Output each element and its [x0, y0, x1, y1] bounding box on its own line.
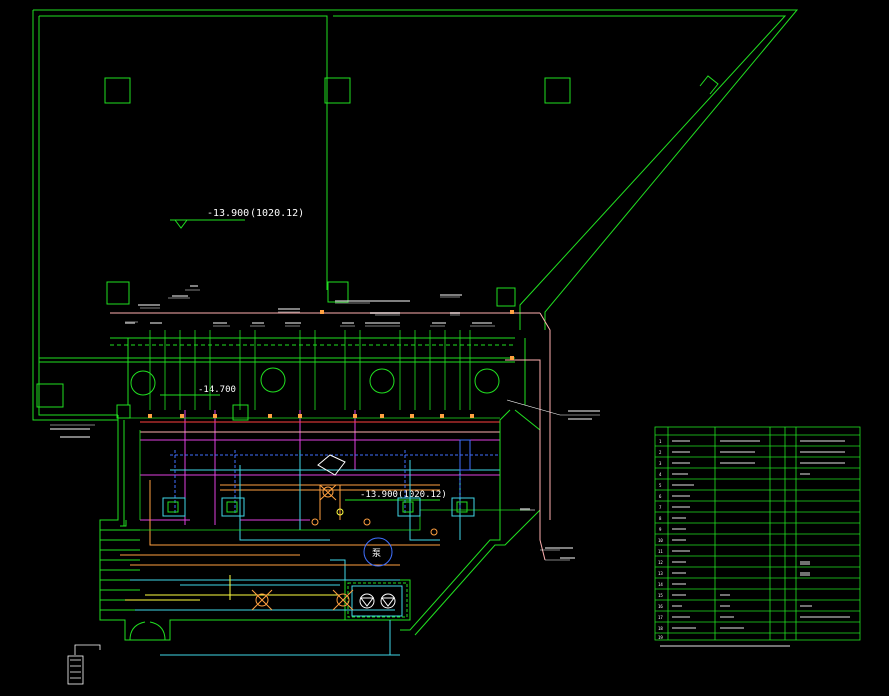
legend-row-no: 12 — [658, 560, 663, 565]
pipe-cyan-lines — [130, 450, 500, 656]
equipment-row — [110, 330, 526, 410]
legend-row-no: 7 — [659, 505, 662, 510]
elevation-upper-text: -13.900 — [207, 208, 249, 219]
pipe-green-lines — [120, 417, 530, 531]
legend-row-no: 8 — [659, 516, 662, 521]
equipment-units: 泵 — [162, 454, 475, 617]
legend-row-no: 19 — [658, 635, 663, 640]
legend-row-no: 10 — [658, 538, 663, 543]
building-walls — [32, 9, 799, 641]
legend-row-numbers: 1 2 3 4 5 6 7 8 9 10 11 12 13 14 15 16 1… — [658, 439, 663, 640]
legend-row-no: 9 — [659, 527, 662, 532]
legend-row-no: 16 — [658, 604, 663, 609]
elevation-middle-text: -14.700 — [198, 385, 236, 395]
legend-row-no: 11 — [658, 549, 663, 554]
valve-markers — [148, 310, 514, 418]
legend-row-no: 13 — [658, 571, 663, 576]
elevation-marker-lower: -13.900 (1020.12) — [345, 490, 447, 501]
pipe-red-lines — [140, 421, 500, 491]
legend-row-no: 3 — [659, 461, 662, 466]
legend-row-no: 4 — [659, 472, 662, 477]
pump-label: 泵 — [372, 548, 381, 559]
elevation-upper-abs-text: (1020.12) — [250, 208, 304, 219]
pipe-magenta-main — [140, 410, 500, 525]
legend-row-no: 5 — [659, 483, 662, 488]
elevation-lower-abs-text: (1020.12) — [398, 490, 447, 500]
left-pipe-stubs — [100, 529, 140, 611]
legend-row-no: 15 — [658, 593, 663, 598]
callout-leaders-right — [50, 399, 600, 561]
drawing-label-placeholders — [50, 285, 600, 559]
pipe-blue-dashed — [170, 439, 500, 515]
legend-row-no: 2 — [659, 450, 662, 455]
pipe-orange-lines — [120, 480, 440, 566]
legend-row-no: 14 — [658, 582, 663, 587]
legend-row-no: 1 — [659, 439, 662, 444]
elevation-lower-text: -13.900 — [360, 490, 398, 500]
pipe-top-supply — [110, 312, 551, 561]
bottom-left-box — [67, 644, 101, 685]
legend-row-text-placeholders — [660, 440, 850, 647]
legend-row-no: 17 — [658, 615, 663, 620]
elevation-marker-middle: -14.700 — [160, 385, 236, 396]
elevation-marker-upper: -13.900 (1020.12) — [170, 208, 304, 229]
legend-row-no: 18 — [658, 626, 663, 631]
legend-table — [654, 426, 861, 641]
pipe-yellow-lines — [125, 575, 340, 601]
legend-row-no: 6 — [659, 494, 662, 499]
